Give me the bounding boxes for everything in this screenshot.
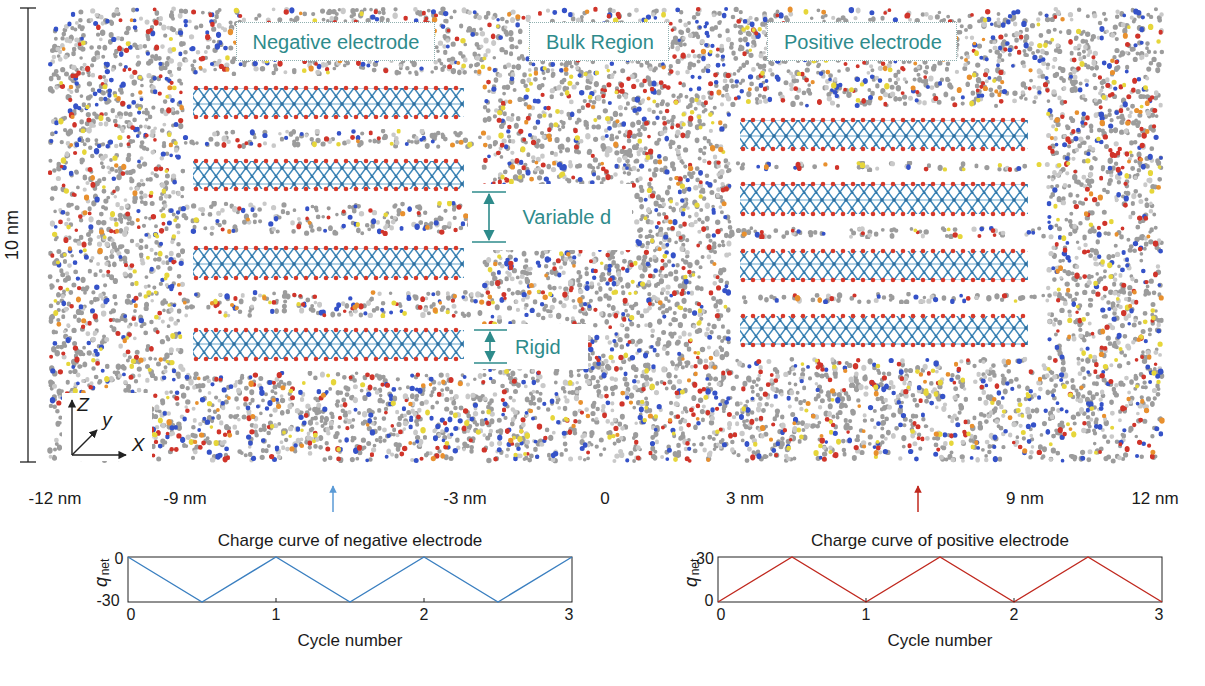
bracket: [488, 194, 490, 240]
axis-label: 2: [1010, 607, 1019, 623]
axis-label: 1: [862, 607, 871, 623]
scale-bar: [20, 7, 36, 8]
surface-atoms: [741, 182, 1026, 217]
bracket: [474, 329, 507, 331]
bracket: [474, 362, 507, 364]
axis-icon-ground: [62, 393, 152, 461]
surface-atoms: [194, 159, 459, 192]
region-label: Bulk Region: [546, 31, 652, 54]
axis-label: 3: [565, 607, 574, 623]
position-arrow: [332, 486, 334, 512]
bracket: [472, 241, 506, 243]
axis-label: 9 nm: [1006, 490, 1044, 507]
bracket: [489, 332, 491, 361]
electrode-lattice: [740, 184, 1028, 214]
axis-label: 0: [127, 607, 136, 623]
charge-curve: [718, 557, 1162, 602]
region-label-box: Bulk Region: [529, 22, 669, 61]
scale-bar: [27, 8, 28, 462]
surface-atoms: [194, 246, 459, 281]
surface-atoms: [741, 118, 1026, 152]
electrolyte-particles: [52, 8, 1163, 462]
chart-frame: [128, 557, 572, 602]
surface-atoms: [194, 328, 459, 362]
surface-atoms: [194, 86, 459, 120]
surface-atoms: [741, 314, 1026, 348]
charge-curve: [128, 557, 572, 602]
axis-label: 3: [1155, 607, 1164, 623]
slab-ground: [185, 318, 482, 371]
slab-ground: [732, 239, 1046, 292]
region-label-box: Positive electrode: [767, 22, 957, 61]
region-label: Rigid: [515, 336, 561, 359]
axis-label: net: [99, 559, 111, 576]
surface-atoms: [741, 249, 1026, 283]
slab-ground: [732, 304, 1046, 357]
axis-label: 0: [705, 593, 714, 609]
axis-label: -9 nm: [163, 490, 206, 507]
axis-label: q: [92, 577, 110, 587]
slab-ground: [185, 76, 482, 129]
axis-arrow: [72, 430, 97, 455]
axis-label: 0: [717, 607, 726, 623]
electrolyte-particles: [56, 7, 1164, 462]
electrolyte-particles: [48, 7, 1163, 463]
axis-label: Z: [77, 395, 89, 414]
chart-ticks: [276, 598, 1014, 602]
slab-ground: [185, 236, 482, 290]
axis-label: 0: [115, 551, 124, 567]
axis-label: 10 nm: [3, 210, 21, 260]
electrode-lattice: [193, 248, 464, 278]
electrode-lattice: [740, 251, 1028, 280]
axis-arrow: [71, 400, 72, 455]
dimension-label-box: Rigid: [509, 330, 567, 365]
axis-label: -12 nm: [29, 490, 82, 507]
axis-label: -3 nm: [443, 490, 486, 507]
label-ground: [468, 184, 632, 250]
axis-label: 12 nm: [1131, 490, 1178, 507]
chart-frame: [718, 557, 1162, 602]
axis-arrow: [72, 454, 126, 455]
slab-ground: [185, 149, 482, 201]
electrode-lattice: [740, 120, 1028, 149]
slab-ground: [732, 108, 1046, 161]
region-label-box: Negative electrode: [236, 22, 435, 61]
electrode-slabs: [185, 76, 1046, 371]
axis-label: Cycle number: [888, 632, 993, 649]
axis-label: Charge curve of positive electrode: [811, 532, 1069, 549]
electrode-lattice: [193, 330, 464, 359]
region-label: Variable d: [523, 206, 612, 229]
axis-label: 1: [272, 607, 281, 623]
electrolyte-particles: [47, 6, 1164, 463]
axis-label: X: [132, 435, 145, 454]
axis-label: 0: [600, 490, 609, 507]
electrode-lattice: [193, 161, 464, 189]
axis-label: q: [682, 577, 700, 587]
axis-label: Charge curve of negative electrode: [218, 532, 483, 549]
dimension-label-box: Variable d: [517, 200, 618, 235]
axis-label: Cycle number: [298, 632, 403, 649]
electrode-lattice: [740, 316, 1028, 345]
axis-label: y: [102, 410, 112, 429]
axis-label: 3 nm: [726, 490, 764, 507]
region-label: Positive electrode: [784, 31, 940, 54]
position-arrow: [917, 486, 919, 512]
electrode-lattice: [193, 88, 464, 117]
region-label: Negative electrode: [253, 31, 418, 54]
electrolyte-particles: [48, 7, 1163, 463]
slab-ground: [732, 172, 1046, 226]
label-ground: [470, 324, 588, 369]
scale-bar: [20, 461, 36, 462]
axis-label: 30: [696, 551, 714, 567]
axis-label: -30: [96, 593, 119, 609]
axis-label: 2: [420, 607, 429, 623]
bracket: [472, 191, 506, 193]
electrolyte-particles: [49, 7, 1164, 463]
